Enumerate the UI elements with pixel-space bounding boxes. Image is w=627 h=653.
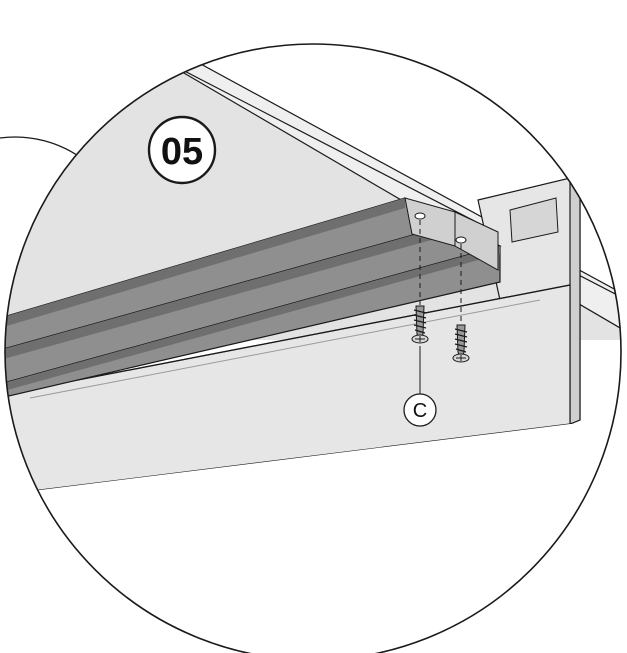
detail-circle — [4, 43, 622, 653]
screw-icon — [411, 305, 429, 344]
step-badge: 05 — [147, 115, 217, 185]
screw-icon — [452, 324, 470, 363]
part-label: C — [413, 400, 427, 422]
curtain-rail — [5, 197, 502, 399]
detail-leader-line — [0, 136, 85, 161]
step-number: 05 — [161, 131, 203, 173]
part-callout: C — [403, 393, 437, 427]
